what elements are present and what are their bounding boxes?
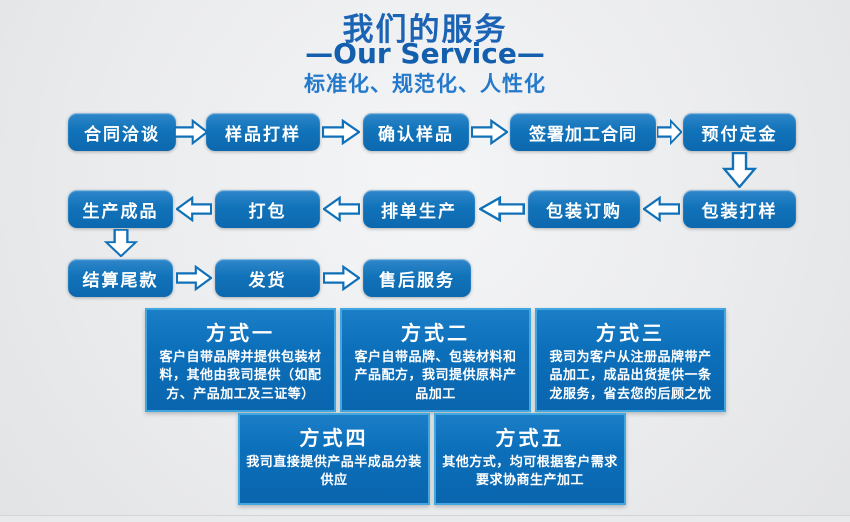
mode-card-2: 方式二 客户自带品牌、包装材料和产品配方，我司提供原料产品加工 bbox=[340, 308, 531, 412]
arrow-left-icon bbox=[479, 196, 525, 222]
flow-step-sign-contract: 签署加工合同 bbox=[510, 113, 656, 151]
arrow-right-icon bbox=[323, 265, 360, 291]
mode-description: 我司为客户从注册品牌带产品加工，成品出货提供一条龙服务，省去您的后顾之忧 bbox=[549, 350, 712, 402]
flow-step-after-sales: 售后服务 bbox=[363, 259, 471, 297]
floor-divider bbox=[0, 515, 850, 522]
mode-card-4: 方式四 我司直接提供产品半成品分装供应 bbox=[238, 413, 430, 505]
flow-step-packaging-proofing: 包装打样 bbox=[683, 190, 796, 228]
arrow-left-icon bbox=[643, 196, 680, 222]
flow-step-final-payment: 结算尾款 bbox=[68, 259, 173, 297]
mode-description: 客户自带品牌、包装材料和产品配方，我司提供原料产品加工 bbox=[354, 350, 517, 402]
arrow-left-icon bbox=[176, 196, 212, 222]
flow-step-confirm-sample: 确认样品 bbox=[363, 113, 469, 151]
flow-step-packing: 打包 bbox=[215, 190, 320, 228]
mode-title: 方式一 bbox=[206, 321, 275, 345]
flow-step-sample-proofing: 样品打样 bbox=[206, 113, 320, 151]
page-title: 我们的服务 bbox=[342, 12, 508, 48]
mode-card-5: 方式五 其他方式，均可根据客户需求要求协商生产加工 bbox=[434, 413, 626, 505]
mode-description: 我司直接提供产品半成品分装供应 bbox=[246, 455, 422, 489]
flow-step-advance-payment: 预付定金 bbox=[683, 113, 796, 151]
flow-step-shipping: 发货 bbox=[215, 259, 320, 297]
flow-step-packaging-order: 包装订购 bbox=[528, 190, 640, 228]
mode-description: 其他方式，均可根据客户需求要求协商生产加工 bbox=[442, 455, 618, 489]
flow-step-finished-product: 生产成品 bbox=[68, 190, 173, 228]
mode-title: 方式四 bbox=[299, 426, 369, 450]
mode-card-1: 方式一 客户自带品牌并提供包装材料，其他由我司提供（如配方、产品加工及三证等） bbox=[145, 308, 336, 412]
arrow-right-icon bbox=[174, 119, 208, 145]
arrow-down-icon bbox=[103, 229, 139, 257]
arrow-right-icon bbox=[471, 119, 508, 145]
flow-step-contract-talk: 合同洽谈 bbox=[68, 113, 176, 151]
mode-card-3: 方式三 我司为客户从注册品牌带产品加工，成品出货提供一条龙服务，省去您的后顾之忧 bbox=[535, 308, 726, 412]
mode-description: 客户自带品牌并提供包装材料，其他由我司提供（如配方、产品加工及三证等） bbox=[159, 350, 322, 402]
mode-title: 方式二 bbox=[401, 321, 470, 345]
arrow-right-icon bbox=[657, 119, 682, 145]
page-tagline: 标准化、规范化、人性化 bbox=[304, 72, 546, 96]
arrow-right-icon bbox=[322, 119, 360, 145]
arrow-right-icon bbox=[176, 265, 212, 291]
mode-title: 方式三 bbox=[596, 321, 665, 345]
arrow-down-icon bbox=[721, 152, 758, 188]
flow-step-production-scheduling: 排单生产 bbox=[363, 190, 475, 228]
mode-title: 方式五 bbox=[495, 426, 565, 450]
page-subtitle: —Our Service— bbox=[305, 37, 545, 70]
arrow-left-icon bbox=[323, 196, 360, 222]
